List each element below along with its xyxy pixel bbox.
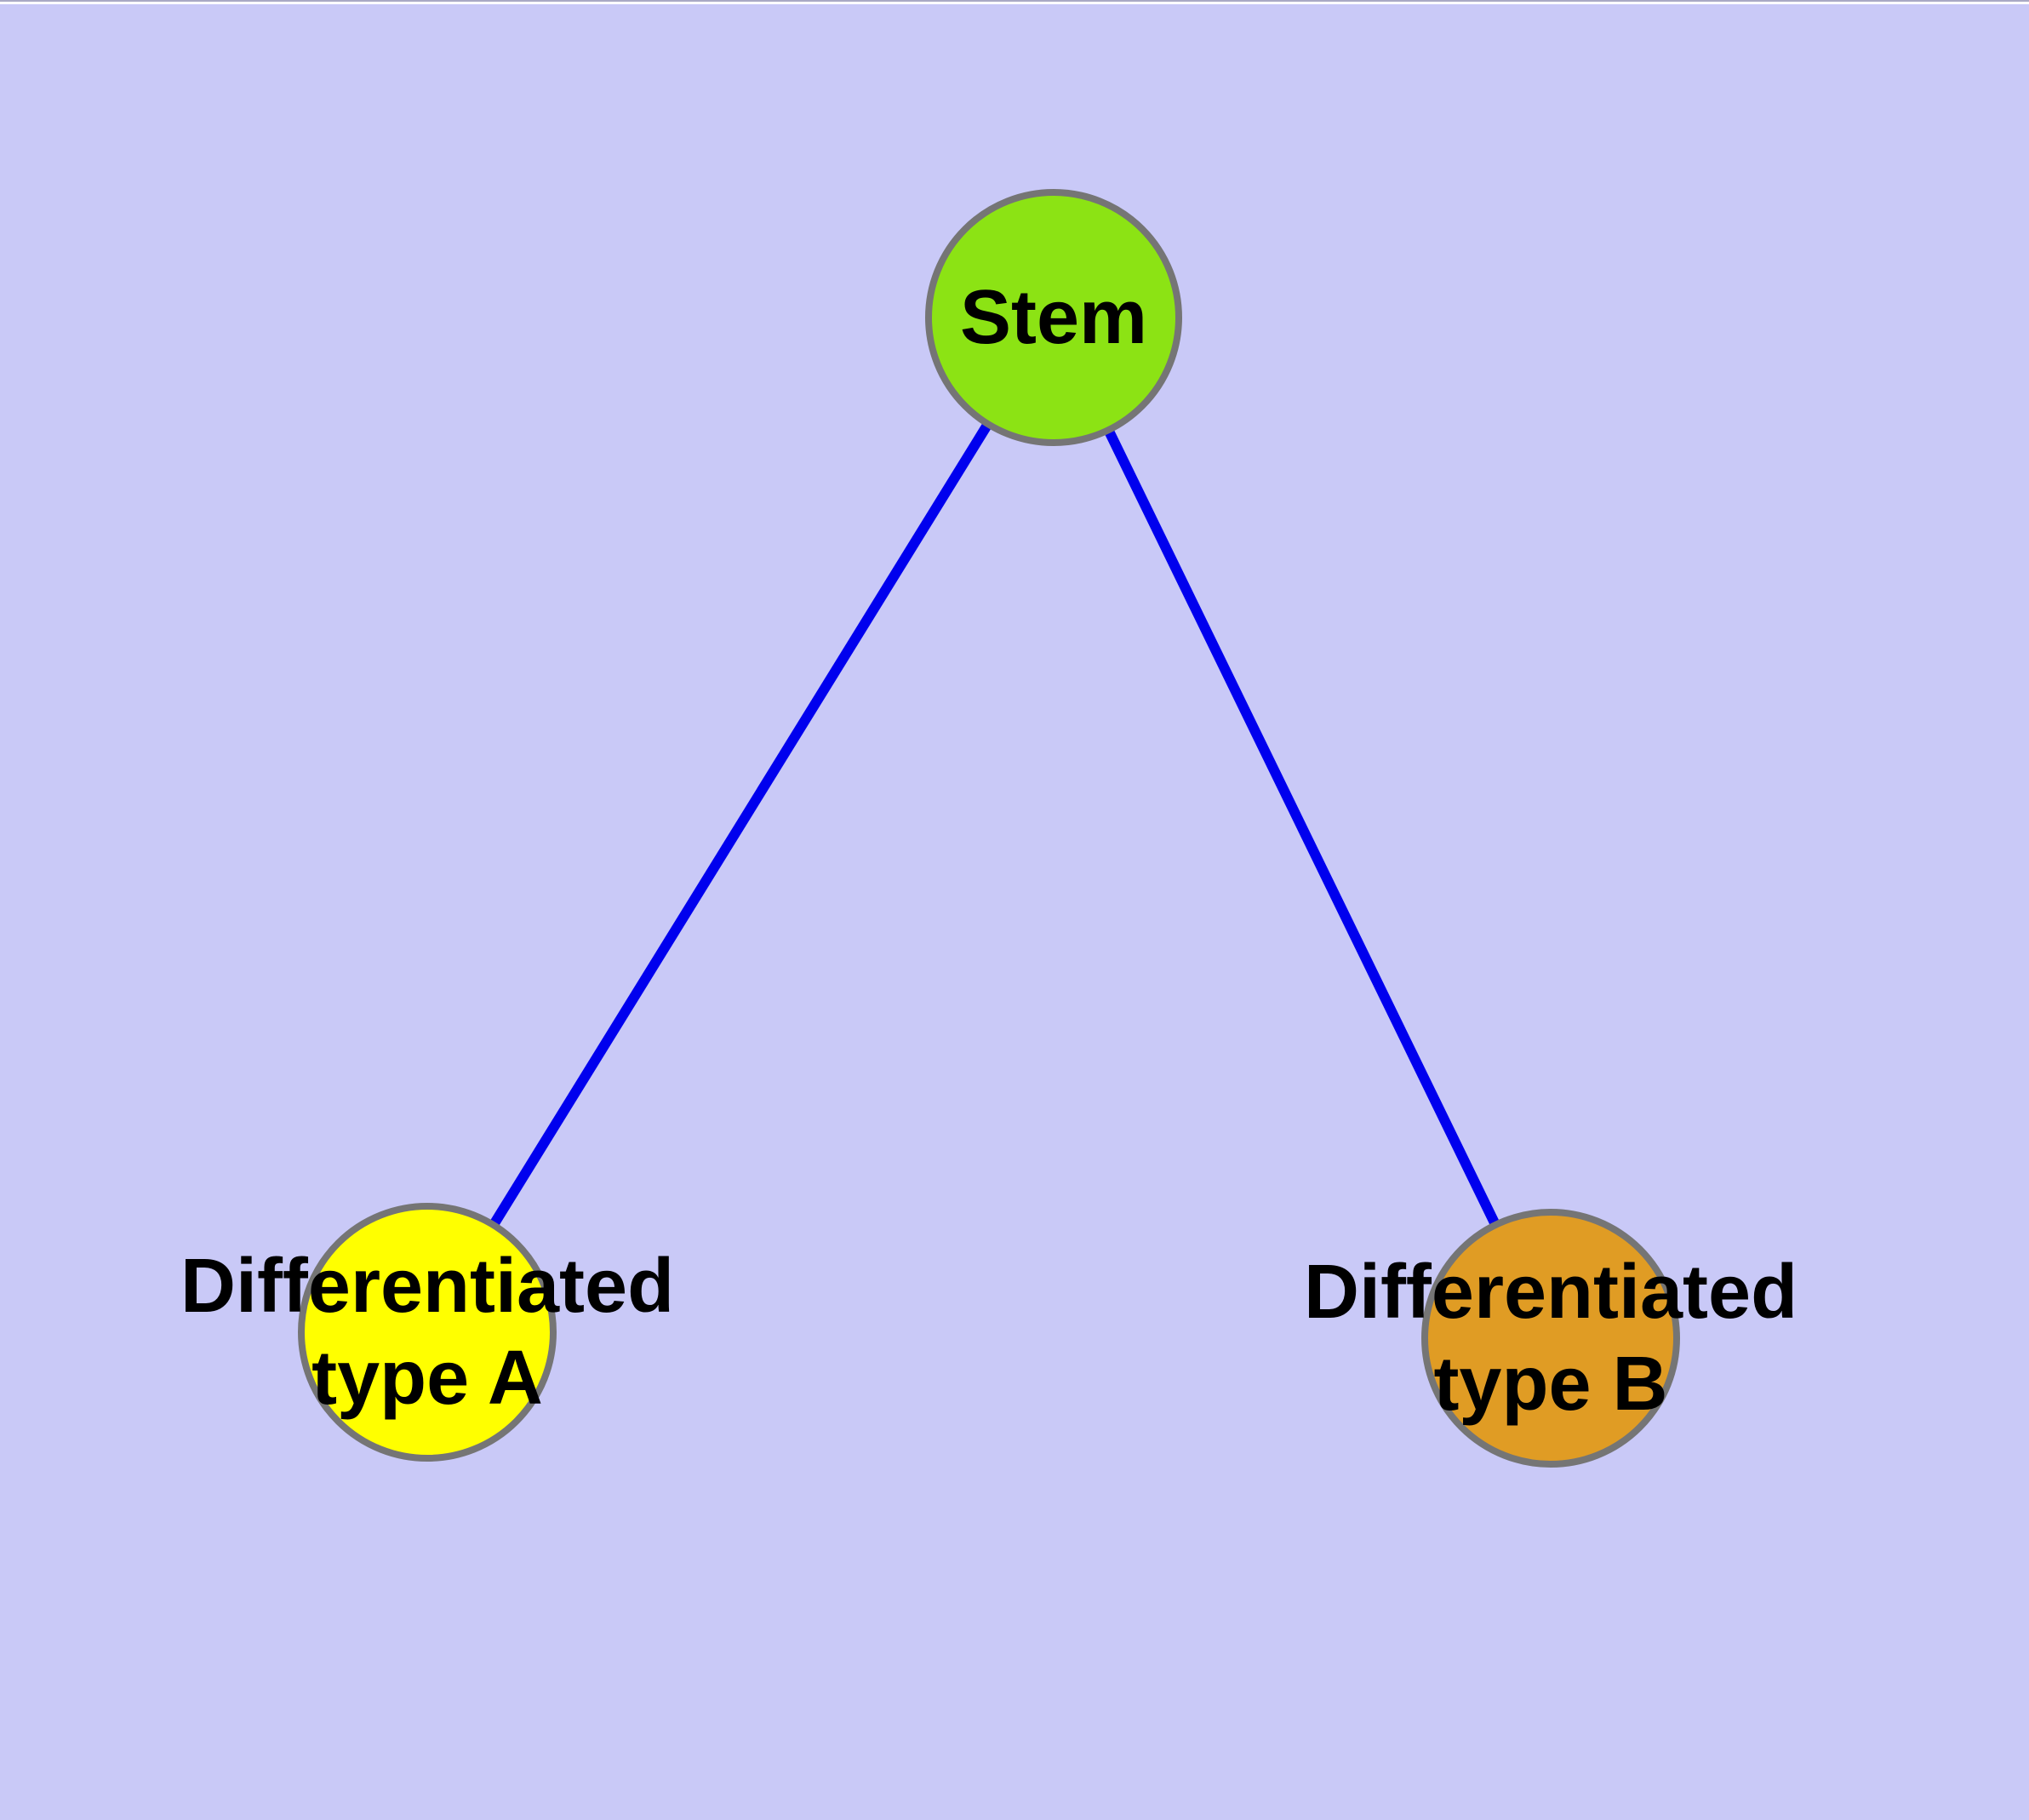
node-label-text: type A: [311, 1336, 543, 1421]
edge-stem-to-type-a: [422, 314, 1059, 1336]
node-differentiated-type-b[interactable]: [1421, 1209, 1680, 1468]
edge-stem-to-type-b: [1049, 315, 1556, 1341]
node-stem[interactable]: [925, 189, 1182, 446]
top-edge-line: [0, 0, 2029, 2]
node-label-differentiated-type-a: Differentiated type A: [180, 1240, 674, 1424]
node-label-text: type B: [1433, 1342, 1668, 1427]
node-label-stem: Stem: [960, 272, 1147, 363]
node-label-text: Differentiated: [1303, 1250, 1798, 1335]
node-label-text: Differentiated: [180, 1244, 675, 1329]
node-label-differentiated-type-b: Differentiated type B: [1304, 1246, 1798, 1430]
node-label-text: Stem: [959, 275, 1148, 360]
node-differentiated-type-a[interactable]: [298, 1203, 557, 1462]
